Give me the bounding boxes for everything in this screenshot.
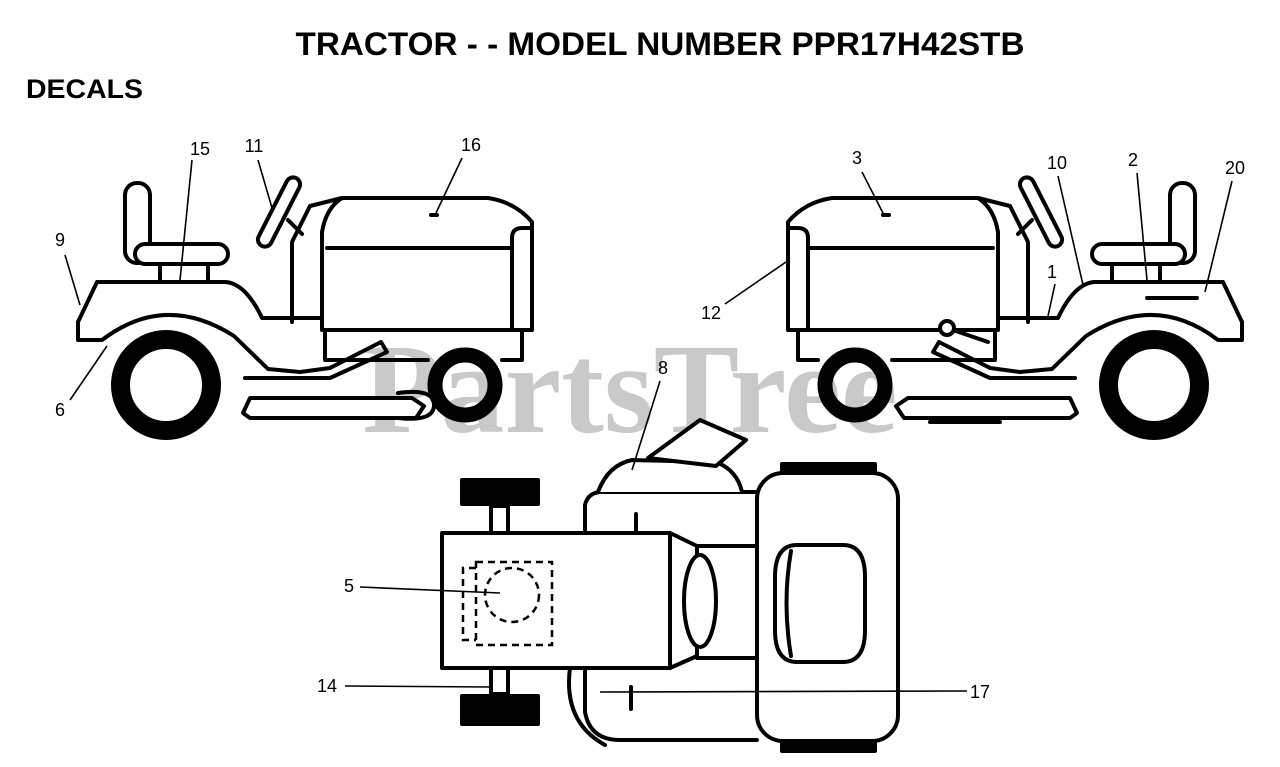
rear-wheel [111,330,221,440]
seat-back-edge [784,549,793,658]
leader-16 [435,157,463,214]
callout-16: 16 [461,135,481,155]
leader-3 [861,171,885,216]
callout-12: 12 [701,303,721,323]
deck-edge [567,666,607,747]
leader-1 [1047,283,1056,317]
callout-5: 5 [344,576,354,596]
left-discharge-chute [396,389,436,421]
rear-tire-bottom [780,741,877,753]
leader-10 [1057,175,1084,286]
callout-10: 10 [1047,153,1067,173]
mower-deck [241,396,426,420]
hood-taper [668,531,699,670]
front-tire-bottom [460,694,540,726]
seat-top [773,543,867,664]
hood-decal-circle [483,566,541,624]
steering-shaft [286,218,304,236]
page-title: TRACTOR - - MODEL NUMBER PPR17H42STB [296,26,1025,62]
rear-fender-arch [76,312,302,374]
section-title: DECALS [26,74,143,104]
hood-decal-outline [474,560,554,647]
right-tractor-extras [928,296,1199,424]
tractor-top-view [440,418,900,753]
seat-supports [158,262,210,284]
callout-8: 8 [658,358,668,378]
callout-15: 15 [190,139,210,159]
callout-labels: 15 11 16 9 6 3 10 2 20 1 12 8 5 14 17 [55,135,1245,702]
dash [290,196,344,324]
frame-bottom-edge [583,666,759,742]
axle-stub-top [489,504,510,535]
steering-wheel-top [682,553,718,649]
callout-14: 14 [317,676,337,696]
leader-8 [631,380,661,471]
lift-lever-knob [938,319,956,337]
leader-5 [359,586,501,594]
callout-11: 11 [245,136,264,156]
hood [320,196,534,332]
chute-deflector [646,418,748,468]
leader-2 [1136,172,1148,281]
footboard-pedal [243,340,389,380]
rear-fender-top [76,280,324,324]
watermark: PartsTree [362,318,897,460]
callout-3: 3 [852,148,862,168]
callout-20: 20 [1225,158,1245,178]
axle-stub-bottom [489,666,510,696]
lift-lever [951,328,990,344]
callout-1: 1 [1047,262,1057,282]
leader-6 [69,345,108,401]
leader-11 [257,159,273,209]
steering-wheel [255,175,303,249]
front-tire-top [460,478,540,506]
front-wheel [427,347,503,423]
leader-15 [179,159,193,281]
leader-17 [599,690,968,693]
hood-decal-bracket [461,566,476,642]
chassis [323,328,524,362]
callout-2: 2 [1128,150,1138,170]
leader-20 [1204,180,1233,293]
leader-9 [64,254,81,306]
left-tractor-side-view [76,175,534,440]
leader-14 [344,685,491,688]
callout-17: 17 [970,682,990,702]
leader-lines [64,157,1233,693]
grille [510,226,534,332]
frame-top-edge [583,490,759,535]
callout-6: 6 [55,400,65,420]
leader-12 [724,261,787,305]
callout-9: 9 [55,230,65,250]
